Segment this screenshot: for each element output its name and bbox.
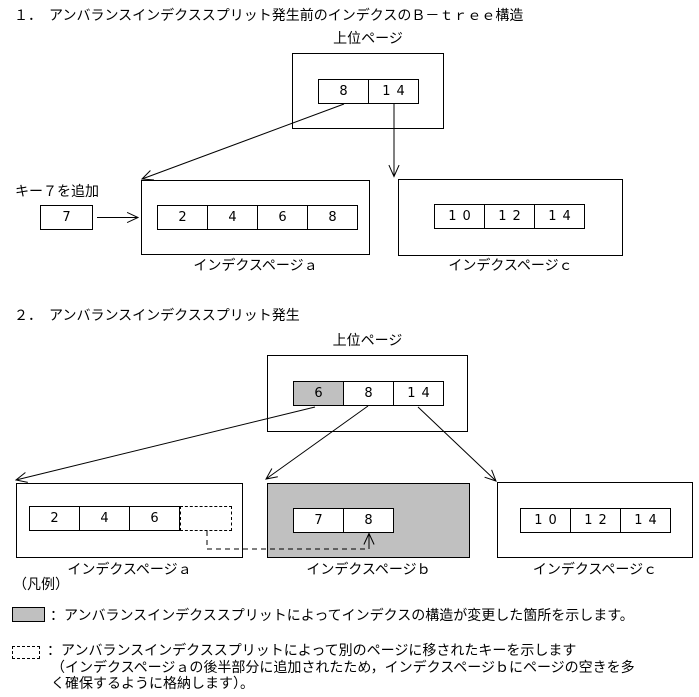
s2-page-c-label: インデクスページｃ (532, 562, 658, 578)
key-cell: 7 (293, 508, 344, 533)
key-cell: 8 (343, 508, 394, 533)
s2-page-a-label: インデクスページａ (67, 562, 192, 578)
s1-page-a-cells: 2 4 6 8 (157, 205, 358, 230)
key-cell: 4 (207, 205, 258, 230)
section2-title: ２． アンバランスインデクススプリット発生 (14, 308, 300, 324)
key-cell: 6 (129, 506, 180, 531)
s2-page-b-label: インデクスページｂ (306, 562, 431, 578)
key-cell: 14 (368, 79, 419, 104)
s2-upper-page-label: 上位ページ (332, 333, 403, 349)
legend-gray-swatch (12, 607, 45, 622)
legend-gray-text: ：アンバランスインデクススプリットによってインデクスの構造が変更した箇所を示しま… (50, 608, 634, 624)
key-cell: 12 (570, 508, 621, 533)
s2-upper-page-cells: 6 8 14 (293, 381, 444, 406)
s1-upper-page-label: 上位ページ (333, 31, 403, 47)
key-cell: 12 (484, 204, 535, 229)
s2-page-a-cells: 2 4 6 (29, 506, 180, 531)
key-cell: 4 (79, 506, 130, 531)
legend-title: （凡例） (13, 577, 69, 593)
key-cell: 14 (534, 204, 585, 229)
key-cell: 14 (393, 381, 444, 406)
key-cell: 10 (434, 204, 485, 229)
arrow-key7-insert (97, 211, 140, 224)
legend-dashed-text-line3: く確保するように格納します）。 (51, 676, 254, 692)
section1-title: １． アンバランスインデクススプリット発生前のインデクスのＢ－ｔｒｅｅ構造 (14, 8, 524, 24)
s1-upper-page-cells: 8 14 (318, 79, 419, 104)
legend-dashed-text-line2: （インデクスページａの後半部分に追加されたため，インデクスページｂにページの空き… (51, 660, 635, 676)
key-cell: 8 (343, 381, 394, 406)
s2-page-c-cells: 10 12 14 (520, 508, 671, 533)
s1-page-a-label: インデクスページａ (193, 258, 318, 274)
key-cell: 2 (157, 205, 208, 230)
legend-dashed-swatch (12, 646, 40, 659)
key-cell: 14 (620, 508, 671, 533)
s1-page-c-label: インデクスページｃ (448, 258, 573, 274)
key-cell: 8 (307, 205, 358, 230)
s1-page-c-cells: 10 12 14 (434, 204, 585, 229)
key-cell: 10 (520, 508, 571, 533)
key-insert-box: 7 (40, 205, 93, 230)
s2-page-a-moved-key-slot (180, 506, 232, 531)
key-insert-label: キー７を追加 (15, 184, 99, 200)
key-cell-changed: 6 (293, 381, 344, 406)
key-cell: 2 (29, 506, 80, 531)
key-cell: 6 (257, 205, 308, 230)
legend-dashed-text-line1: ：アンバランスインデクススプリットによって別のページに移されたキーを示します (47, 643, 577, 659)
key-cell: 8 (318, 79, 369, 104)
s2-page-b-cells: 7 8 (293, 508, 394, 533)
